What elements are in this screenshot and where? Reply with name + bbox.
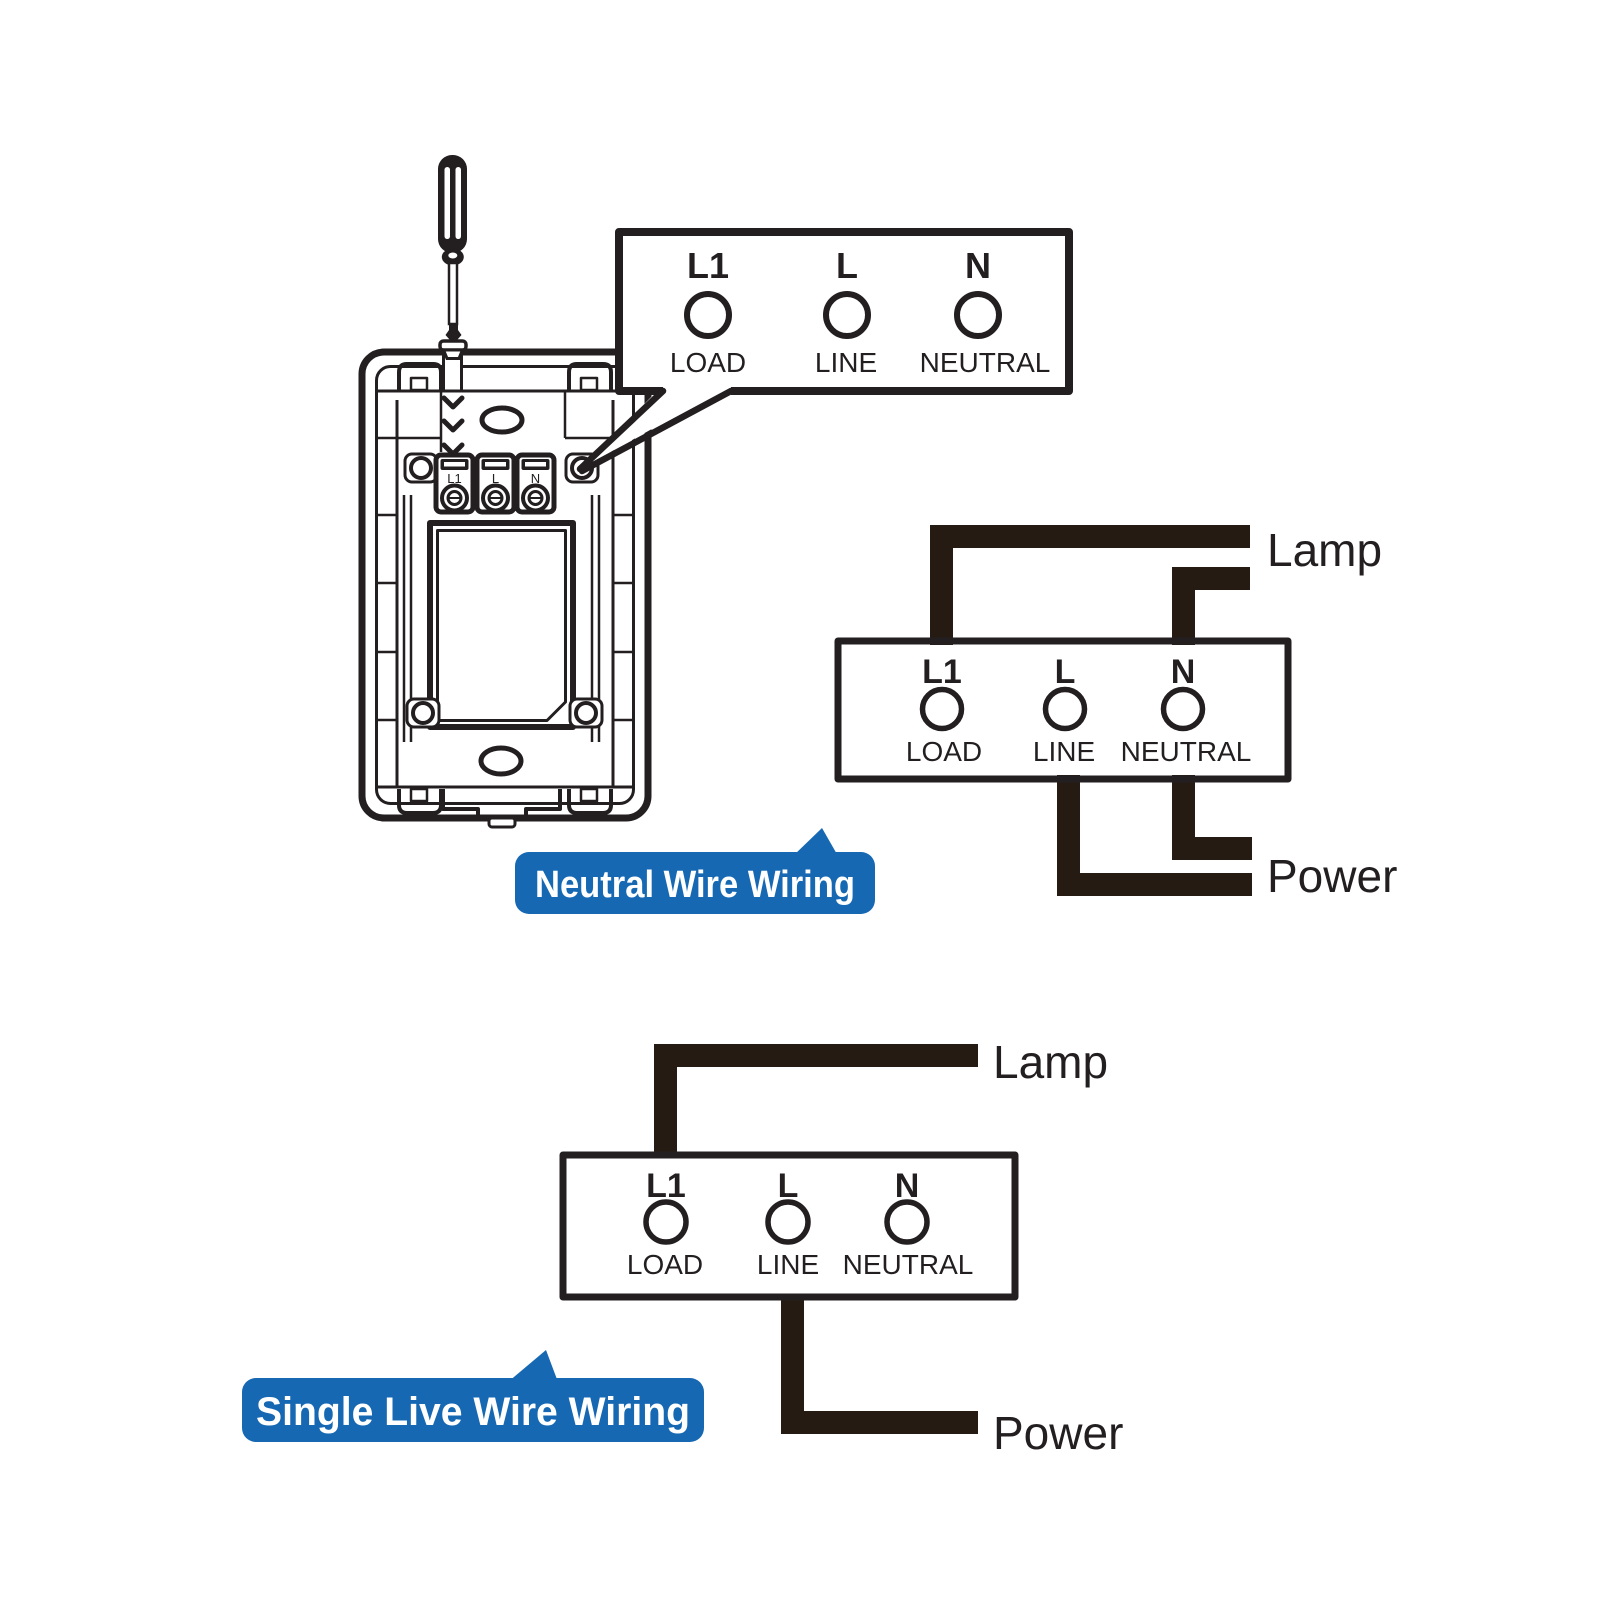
neutral-wiring-badge: Neutral Wire Wiring [515, 828, 875, 914]
single-badge-label: Single Live Wire Wiring [256, 1390, 690, 1434]
wire-l1-to-lamp [930, 525, 1250, 645]
neutral-neutral-label: NEUTRAL [1121, 736, 1252, 767]
single-badge-pointer [508, 1350, 558, 1382]
neutral-badge-pill [515, 852, 875, 914]
callout-pointer-edges [576, 387, 735, 475]
bottom-slot [478, 745, 524, 777]
top-clip-right [567, 362, 613, 390]
terminal-callout: L1 L N LOAD LINE NEUTRAL [576, 228, 1073, 475]
single-lamp-label: Lamp [993, 1036, 1108, 1088]
single-terminal-n: N [895, 1167, 920, 1205]
single-neutral-label: NEUTRAL [843, 1249, 974, 1280]
neutral-wiring-diagram: L1 L N LOAD LINE NEUTRAL Lamp Power [834, 524, 1397, 902]
neutral-badge-pointer [793, 828, 838, 856]
single-live-wiring-badge: Single Live Wire Wiring [242, 1350, 704, 1442]
wire-l-to-power [1057, 775, 1252, 896]
switch-inner-frame [375, 365, 635, 805]
neutral-terminal-l1: L1 [922, 653, 962, 691]
single-wires [654, 1044, 978, 1434]
single-terminal-hole-l [765, 1199, 811, 1245]
single-power-label: Power [993, 1407, 1123, 1459]
callout-terminal-hole-l [823, 291, 871, 339]
switch-terminal-l1-label: L1 [447, 471, 461, 486]
top-clip-left [397, 362, 443, 390]
wire-n-to-power [1172, 775, 1252, 860]
switch-terminal-block-n [514, 452, 557, 515]
single-terminal-l: L [778, 1167, 799, 1205]
neutral-terminal-n: N [1171, 653, 1196, 691]
single-load-label: LOAD [627, 1249, 703, 1280]
screw-channel [442, 354, 463, 393]
callout-terminal-hole-n [954, 291, 1002, 339]
neutral-terminal-hole-n [1160, 686, 1206, 732]
callout-terminal-l1: L1 [687, 245, 729, 286]
single-terminal-hole-l1 [643, 1199, 689, 1245]
switch-terminal-block-l [474, 452, 517, 515]
single-terminal-l1: L1 [646, 1167, 686, 1205]
callout-load-label: LOAD [670, 347, 746, 378]
single-badge-pill [242, 1378, 704, 1442]
callout-terminal-l: L [836, 245, 858, 286]
callout-line-label: LINE [815, 347, 877, 378]
neutral-badge-label: Neutral Wire Wiring [535, 864, 855, 906]
callout-terminal-hole-l1 [684, 291, 732, 339]
neutral-power-label: Power [1267, 850, 1397, 902]
screwdriver-icon [438, 155, 468, 360]
switch-terminal-block-l1 [433, 452, 476, 515]
module-recess [427, 520, 576, 730]
bottom-clip-left [397, 789, 443, 815]
single-wire-l1-to-lamp [654, 1044, 978, 1158]
single-terminal-hole-n [884, 1199, 930, 1245]
neutral-line-label: LINE [1033, 736, 1095, 767]
mounting-screw [438, 339, 468, 360]
switch-terminal-n-label: N [531, 471, 540, 486]
neutral-switch-box [834, 637, 1292, 783]
single-line-label: LINE [757, 1249, 819, 1280]
neutral-terminal-hole-l [1042, 686, 1088, 732]
single-switch-box [559, 1151, 1019, 1301]
neutral-terminal-l: L [1055, 653, 1076, 691]
release-arrows-icon [441, 395, 465, 457]
callout-box-border [615, 228, 1073, 395]
neutral-load-label: LOAD [906, 736, 982, 767]
neutral-wires [930, 525, 1252, 896]
callout-pointer [580, 385, 731, 469]
bottom-clip-right [567, 789, 613, 815]
single-live-wiring-diagram: L1 L N LOAD LINE NEUTRAL Lamp Power [559, 1036, 1123, 1459]
switch-terminal-l-label: L [492, 471, 499, 486]
callout-terminal-n: N [965, 245, 991, 286]
switch-terminal-labels: L1 L N [447, 471, 540, 486]
switch-back-view [358, 348, 652, 829]
wire-n-to-lamp [1172, 567, 1250, 645]
neutral-terminal-hole-l1 [919, 686, 965, 732]
callout-neutral-label: NEUTRAL [920, 347, 1051, 378]
top-slot [479, 405, 525, 435]
single-wire-l-to-power [781, 1295, 978, 1434]
neutral-lamp-label: Lamp [1267, 524, 1382, 576]
